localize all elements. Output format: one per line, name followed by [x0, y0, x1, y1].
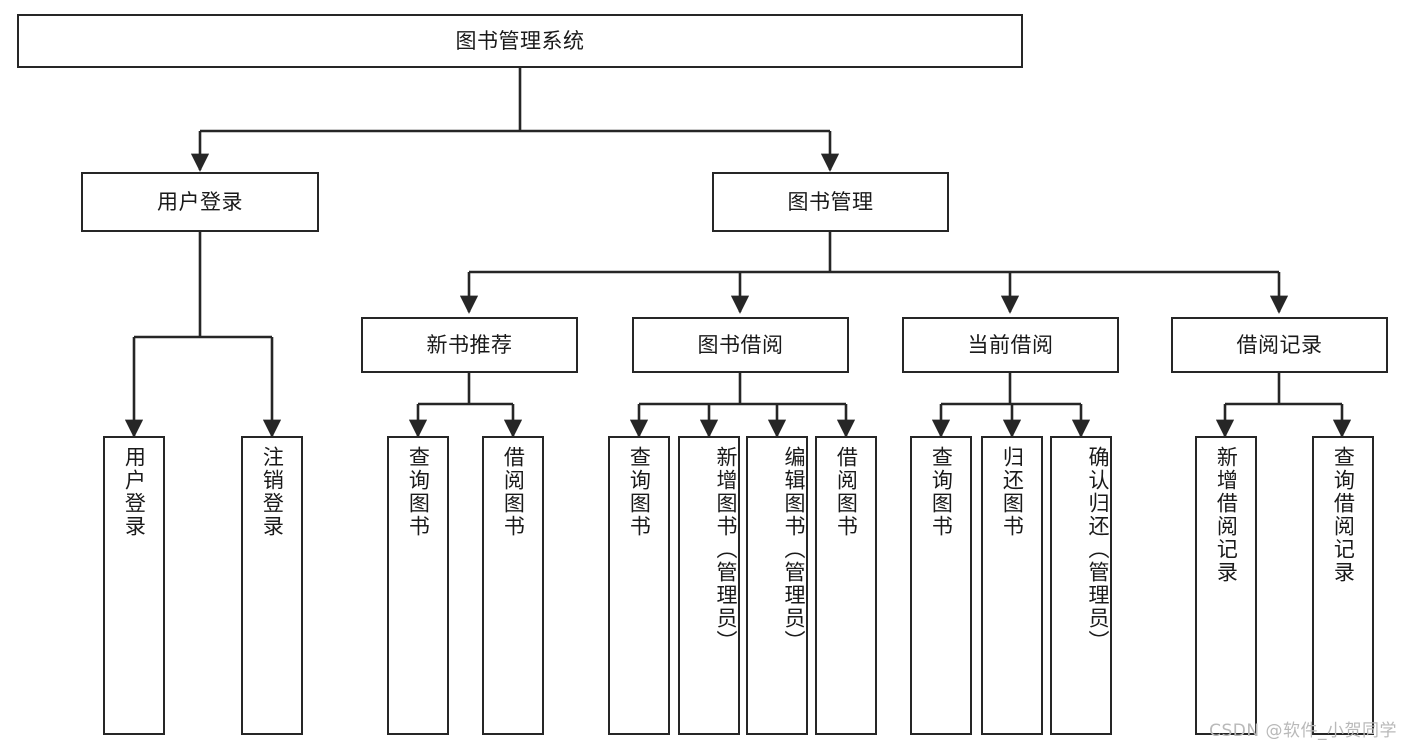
node-leaf-borrow-book-2[interactable]: 借阅图书 — [815, 436, 877, 735]
node-book-management[interactable]: 图书管理 — [712, 172, 949, 232]
node-label: 图书管理系统 — [455, 28, 585, 53]
node-book-borrow[interactable]: 图书借阅 — [632, 317, 849, 373]
node-leaf-query-book-3[interactable]: 查询图书 — [910, 436, 972, 735]
node-leaf-edit-book[interactable]: 编辑图书（管理员） — [746, 436, 808, 735]
node-leaf-return-book[interactable]: 归还图书 — [981, 436, 1043, 735]
node-label: 新增图书（管理员） — [714, 446, 738, 653]
node-label: 新增借阅记录 — [1214, 446, 1239, 584]
node-label: 归还图书 — [1000, 446, 1025, 538]
node-new-book-recommend[interactable]: 新书推荐 — [361, 317, 578, 373]
node-leaf-query-book-1[interactable]: 查询图书 — [387, 436, 449, 735]
node-label: 注销登录 — [260, 446, 285, 538]
node-leaf-confirm-return[interactable]: 确认归还（管理员） — [1050, 436, 1112, 735]
node-borrow-record[interactable]: 借阅记录 — [1171, 317, 1388, 373]
node-label: 当前借阅 — [967, 332, 1054, 357]
node-label: 编辑图书（管理员） — [782, 446, 806, 653]
node-leaf-query-book-2[interactable]: 查询图书 — [608, 436, 670, 735]
node-label: 查询借阅记录 — [1331, 446, 1356, 584]
node-label: 借阅记录 — [1236, 332, 1323, 357]
node-label: 借阅图书 — [834, 446, 859, 538]
node-leaf-user-login[interactable]: 用户登录 — [103, 436, 165, 735]
node-label: 图书借阅 — [697, 332, 784, 357]
node-label: 查询图书 — [406, 446, 431, 538]
node-label: 确认归还（管理员） — [1086, 446, 1110, 653]
node-book-management-system[interactable]: 图书管理系统 — [17, 14, 1023, 68]
node-leaf-add-book[interactable]: 新增图书（管理员） — [678, 436, 740, 735]
node-leaf-add-borrow-record[interactable]: 新增借阅记录 — [1195, 436, 1257, 735]
node-leaf-borrow-book-1[interactable]: 借阅图书 — [482, 436, 544, 735]
node-label: 图书管理 — [787, 189, 874, 214]
node-label: 用户登录 — [157, 189, 243, 214]
node-label: 查询图书 — [627, 446, 652, 538]
node-label: 借阅图书 — [501, 446, 526, 538]
node-label: 用户登录 — [122, 446, 147, 538]
node-current-borrow[interactable]: 当前借阅 — [902, 317, 1119, 373]
node-label: 新书推荐 — [426, 332, 513, 357]
node-leaf-query-borrow-record[interactable]: 查询借阅记录 — [1312, 436, 1374, 735]
node-user-login[interactable]: 用户登录 — [81, 172, 319, 232]
node-leaf-logout-login[interactable]: 注销登录 — [241, 436, 303, 735]
node-label: 查询图书 — [929, 446, 954, 538]
